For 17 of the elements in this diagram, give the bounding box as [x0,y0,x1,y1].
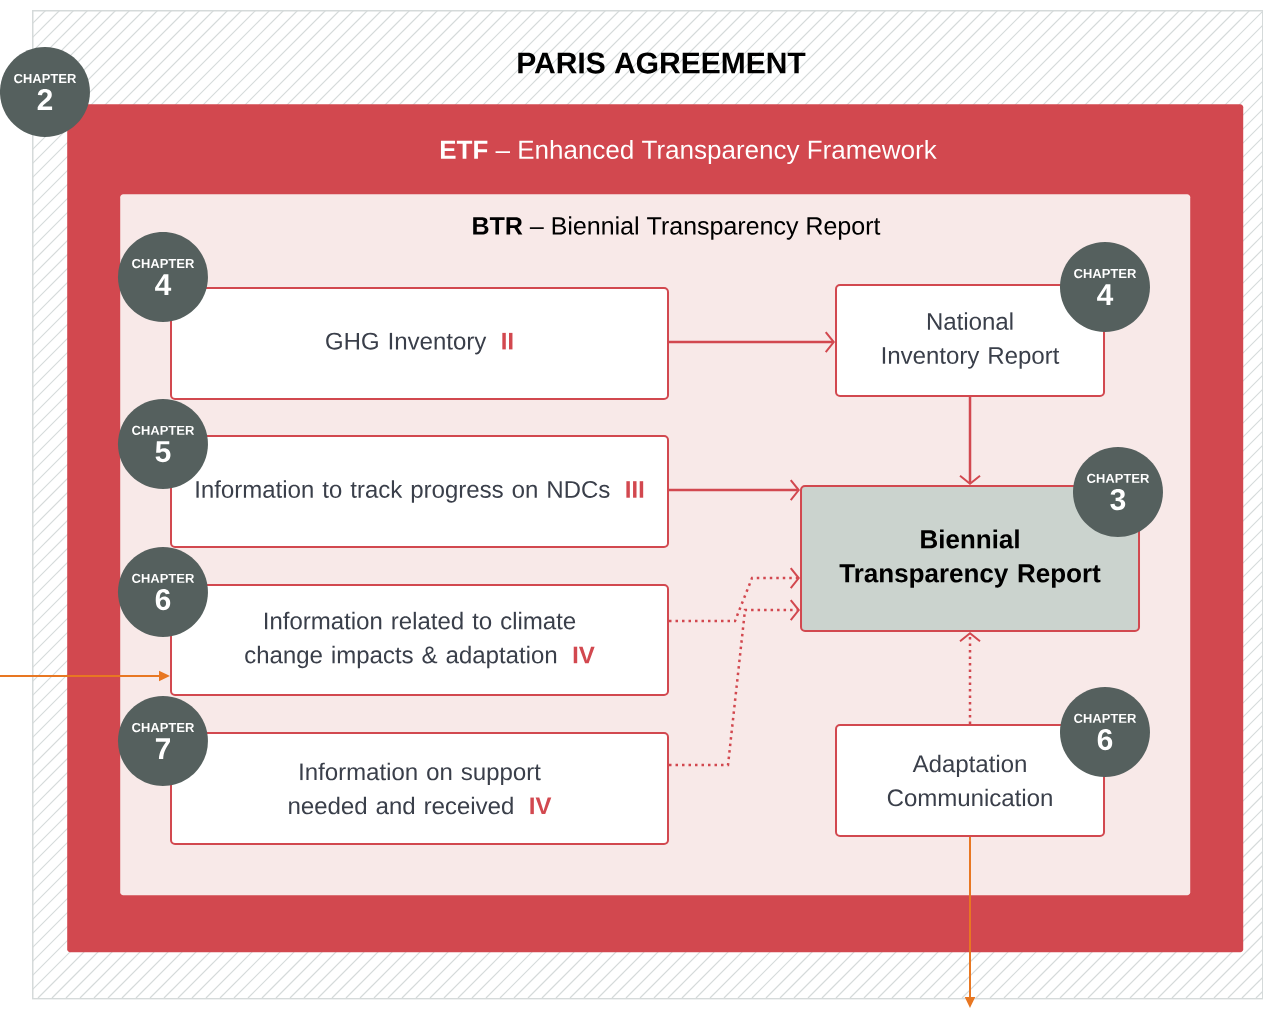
arrow [959,632,981,724]
content-box: Information on support needed and received IV [170,732,669,845]
arrow [669,599,800,767]
chapter-badge: CHAPTER 3 [1072,446,1163,537]
chapter-badge: CHAPTER 6 [117,546,208,637]
chapter-badge: CHAPTER 6 [1059,686,1150,777]
content-box: GHG Inventory II [170,287,669,400]
chapter-badge: CHAPTER 4 [117,231,208,322]
content-box: Information related to climate change impacts & adaptation IV [170,584,669,696]
frame-title: PARIS AGREEMENT [518,52,806,74]
arrow [669,479,800,501]
chapter-badge: CHAPTER 7 [117,695,208,786]
arrow [959,397,981,485]
arrow [669,331,835,353]
content-box: Information to track progress on NDCs III [170,435,669,548]
arrow [669,567,800,623]
chapter-badge: CHAPTER 4 [1059,241,1150,332]
